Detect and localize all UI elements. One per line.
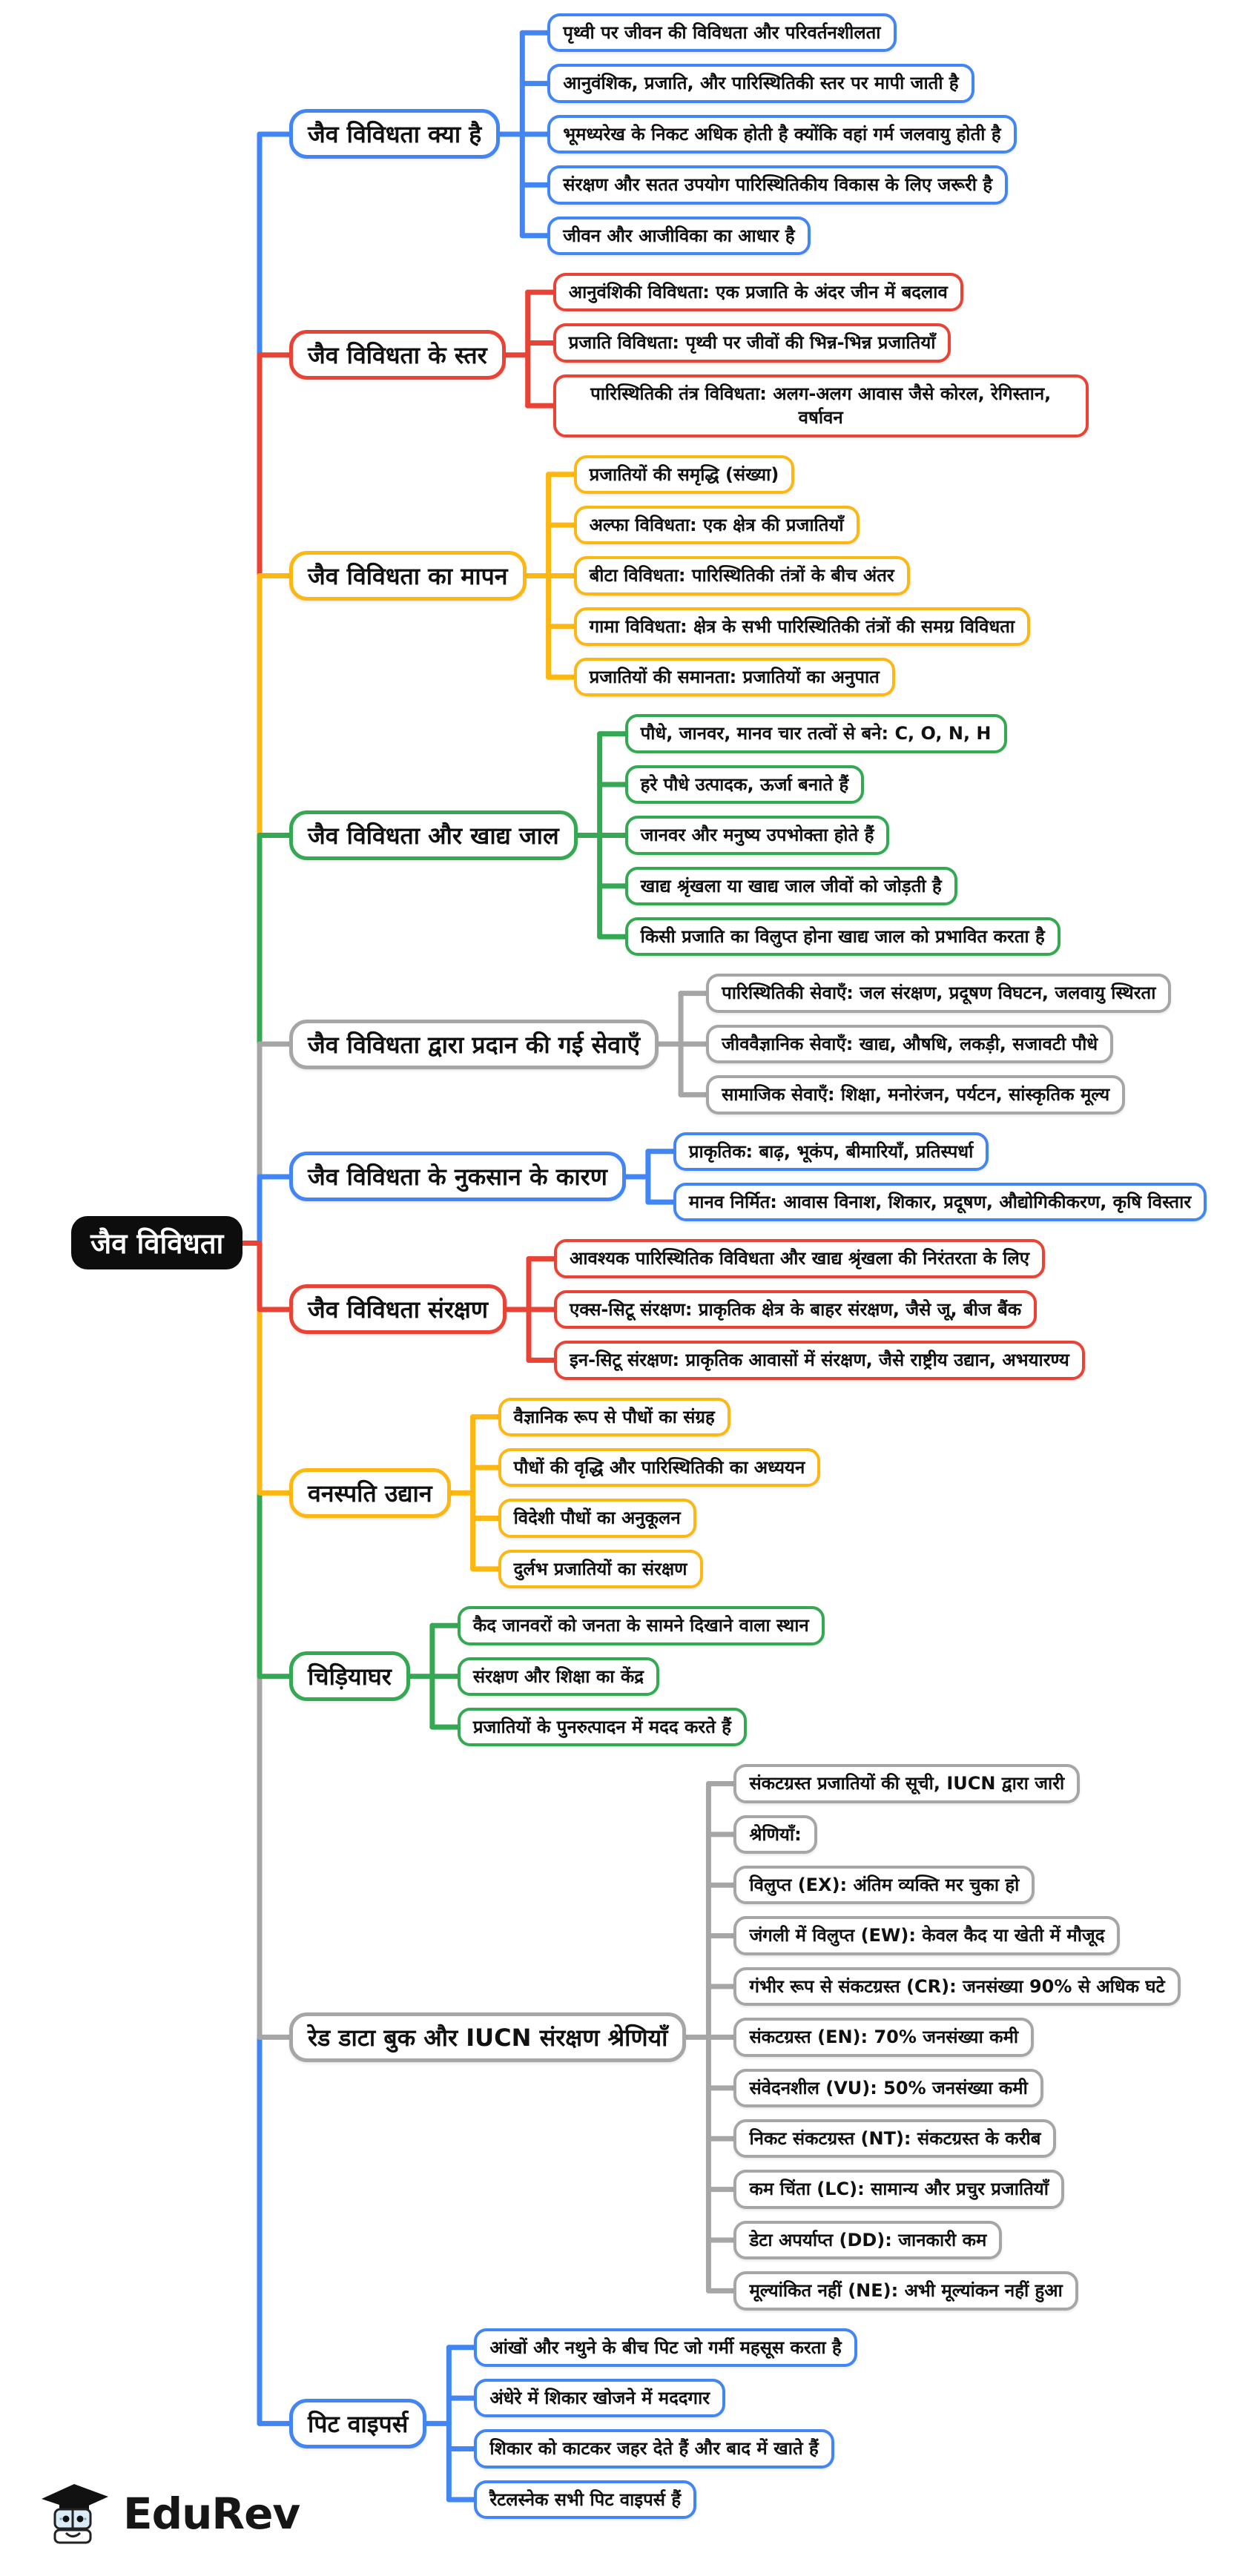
- branch-tree: जैव विविधता क्या है पृथ्वी पर जीवन की विव…: [289, 13, 1207, 2520]
- branch-children: प्राकृतिक: बाढ़, भूकंप, बीमारियाँ, प्रति…: [673, 1132, 1207, 1222]
- child-node: जीववैज्ञानिक सेवाएँ: खाद्य, औषधि, लकड़ी,…: [706, 1024, 1114, 1064]
- branch-node: जैव विविधता का मापन: [289, 550, 527, 601]
- branch-children: कैद जानवरों को जनता के सामने दिखाने वाला…: [457, 1606, 825, 1747]
- branch-group: चिड़ियाघर कैद जानवरों को जनता के सामने दि…: [289, 1606, 1207, 1747]
- child-node: संकटग्रस्त प्रजातियों की सूची, IUCN द्वा…: [733, 1764, 1081, 1803]
- branch-children: आवश्यक पारिस्थितिक विविधता और खाद्य श्रृ…: [554, 1239, 1085, 1380]
- graduation-cap-icon: [39, 2478, 110, 2549]
- child-node: गामा विविधता: क्षेत्र के सभी पारिस्थितिक…: [573, 607, 1031, 647]
- branch-group: जैव विविधता के स्तर आनुवंशिकी विविधता: एक…: [289, 272, 1207, 437]
- branch-children: संकटग्रस्त प्रजातियों की सूची, IUCN द्वा…: [733, 1764, 1181, 2311]
- child-node: कम चिंता (LC): सामान्य और प्रचुर प्रजाति…: [733, 2170, 1064, 2209]
- branch-children: आंखों और नथुने के बीच पिट जो गर्मी महसूस…: [474, 2328, 857, 2520]
- branch-children: आनुवंशिकी विविधता: एक प्रजाति के अंदर जी…: [552, 272, 1089, 437]
- branch-children: पारिस्थितिकी सेवाएँ: जल संरक्षण, प्रदूषण…: [706, 974, 1172, 1114]
- child-node: गंभीर रूप से संकटग्रस्त (CR): जनसंख्या 9…: [733, 1966, 1181, 2007]
- branch-node: वनस्पति उद्यान: [289, 1467, 451, 1518]
- branch-node: पिट वाइपर्स: [289, 2398, 427, 2448]
- branch-children: वैज्ञानिक रूप से पौधों का संग्रह पौधों की…: [498, 1397, 821, 1589]
- child-node: निकट संकटग्रस्त (NT): संकटग्रस्त के करीब: [733, 2119, 1057, 2159]
- branch-group: पिट वाइपर्स आंखों और नथुने के बीच पिट जो …: [289, 2328, 1207, 2520]
- child-node: आनुवंशिकी विविधता: एक प्रजाति के अंदर जी…: [552, 272, 963, 312]
- child-node: भूमध्यरेख के निकट अधिक होती है क्योंकि व…: [547, 114, 1017, 154]
- branch-node: जैव विविधता द्वारा प्रदान की गई सेवाएँ: [289, 1019, 659, 1069]
- child-node: शिकार को काटकर जहर देते हैं और बाद में ख…: [474, 2429, 834, 2468]
- child-node: कैद जानवरों को जनता के सामने दिखाने वाला…: [457, 1606, 825, 1645]
- child-node: खाद्य श्रृंखला या खाद्य जाल जीवों को जोड…: [624, 866, 957, 906]
- child-node: आनुवंशिक, प्रजाति, और पारिस्थितिकी स्तर …: [547, 64, 974, 103]
- child-node: विदेशी पौधों का अनुकूलन: [498, 1499, 696, 1538]
- root-node: जैव विविधता: [71, 1216, 243, 1269]
- branch-children: प्रजातियों की समृद्धि (संख्या) अल्फा विवि…: [573, 455, 1031, 697]
- child-node: संरक्षण और सतत उपयोग पारिस्थितिकीय विकास…: [547, 165, 1009, 205]
- child-node: श्रेणियाँ:: [733, 1814, 817, 1855]
- branch-group: जैव विविधता द्वारा प्रदान की गई सेवाएँ पा…: [289, 974, 1207, 1114]
- child-node: अल्फा विविधता: एक क्षेत्र की प्रजातियाँ: [573, 505, 860, 545]
- branch-node: जैव विविधता संरक्षण: [289, 1284, 507, 1335]
- child-node: हरे पौधे उत्पादक, ऊर्जा बनाते हैं: [624, 764, 865, 805]
- child-node: पौधों की वृद्धि और पारिस्थितिकी का अध्यय…: [498, 1447, 821, 1487]
- child-node: पौधे, जानवर, मानव चार तत्वों से बने: C, …: [624, 714, 1007, 753]
- child-node: संकटग्रस्त (EN): 70% जनसंख्या कमी: [733, 2018, 1035, 2057]
- branch-children: पौधे, जानवर, मानव चार तत्वों से बने: C, …: [624, 714, 1060, 957]
- child-node: आंखों और नथुने के बीच पिट जो गर्मी महसूस…: [474, 2328, 857, 2367]
- child-node: जीवन और आजीविका का आधार है: [547, 216, 811, 255]
- child-node: प्रजातियों की समानता: प्रजातियों का अनुप…: [573, 658, 895, 697]
- edurev-logo: EduRev: [39, 2478, 300, 2549]
- branch-group: जैव विविधता का मापन प्रजातियों की समृद्धि…: [289, 455, 1207, 697]
- child-node: बीटा विविधता: पारिस्थितिकी तंत्रों के बी…: [573, 556, 910, 595]
- branch-node: जैव विविधता के नुकसान के कारण: [289, 1152, 626, 1202]
- child-node: इन-सिटू संरक्षण: प्राकृतिक आवासों में सं…: [554, 1341, 1085, 1380]
- child-node: प्राकृतिक: बाढ़, भूकंप, बीमारियाँ, प्रति…: [673, 1132, 989, 1171]
- branch-group: जैव विविधता और खाद्य जाल पौधे, जानवर, मान…: [289, 714, 1207, 957]
- child-node: विलुप्त (EX): अंतिम व्यक्ति मर चुका हो: [733, 1866, 1035, 1905]
- child-node: पारिस्थितिकी सेवाएँ: जल संरक्षण, प्रदूषण…: [706, 974, 1172, 1013]
- child-node: संवेदनशील (VU): 50% जनसंख्या कमी: [733, 2068, 1043, 2108]
- child-node: वैज्ञानिक रूप से पौधों का संग्रह: [498, 1397, 730, 1436]
- branch-children: पृथ्वी पर जीवन की विविधता और परिवर्तनशील…: [547, 13, 1017, 255]
- child-node: प्रजातियों की समृद्धि (संख्या): [573, 455, 795, 494]
- child-node: संरक्षण और शिक्षा का केंद्र: [457, 1657, 660, 1696]
- child-node: पृथ्वी पर जीवन की विविधता और परिवर्तनशील…: [547, 13, 897, 53]
- branch-node: जैव विविधता क्या है: [289, 109, 501, 159]
- child-node: अंधेरे में शिकार खोजने में मददगार: [474, 2378, 726, 2418]
- branch-group: जैव विविधता के नुकसान के कारण प्राकृतिक: …: [289, 1132, 1207, 1222]
- branch-group: रेड डाटा बुक और IUCN संरक्षण श्रेणियाँ सं…: [289, 1764, 1207, 2311]
- branch-group: जैव विविधता क्या है पृथ्वी पर जीवन की विव…: [289, 13, 1207, 255]
- child-node: किसी प्रजाति का विलुप्त होना खाद्य जाल क…: [624, 917, 1060, 957]
- child-node: जानवर और मनुष्य उपभोक्ता होते हैं: [624, 816, 890, 855]
- child-node: मानव निर्मित: आवास विनाश, शिकार, प्रदूषण…: [673, 1182, 1207, 1222]
- branch-group: जैव विविधता संरक्षण आवश्यक पारिस्थितिक वि…: [289, 1239, 1207, 1380]
- child-node: एक्स-सिटू संरक्षण: प्राकृतिक क्षेत्र के …: [554, 1289, 1038, 1330]
- child-node: दुर्लभ प्रजातियों का संरक्षण: [498, 1549, 703, 1589]
- child-node: मूल्यांकित नहीं (NE): अभी मूल्यांकन नहीं…: [733, 2271, 1078, 2311]
- edurev-logo-text: EduRev: [123, 2489, 300, 2539]
- child-node: प्रजातियों के पुनरुत्पादन में मदद करते ह…: [457, 1707, 747, 1747]
- child-node: जंगली में विलुप्त (EW): केवल कैद या खेती…: [733, 1916, 1121, 1955]
- branch-node: रेड डाटा बुक और IUCN संरक्षण श्रेणियाँ: [289, 2012, 687, 2062]
- branch-node: जैव विविधता के स्तर: [289, 330, 506, 380]
- child-node: रैटलस्नेक सभी पिट वाइपर्स हैं: [474, 2480, 697, 2520]
- branch-node: चिड़ियाघर: [289, 1651, 410, 1702]
- child-node: पारिस्थितिकी तंत्र विविधता: अलग-अलग आवास…: [552, 374, 1089, 437]
- child-node: प्रजाति विविधता: पृथ्वी पर जीवों की भिन्…: [552, 323, 951, 363]
- branch-node: जैव विविधता और खाद्य जाल: [289, 810, 578, 860]
- child-node: डेटा अपर्याप्त (DD): जानकारी कम: [733, 2220, 1003, 2260]
- child-node: सामाजिक सेवाएँ: शिक्षा, मनोरंजन, पर्यटन,…: [706, 1075, 1126, 1114]
- branch-group: वनस्पति उद्यान वैज्ञानिक रूप से पौधों का …: [289, 1397, 1207, 1589]
- child-node: आवश्यक पारिस्थितिक विविधता और खाद्य श्रृ…: [554, 1239, 1046, 1278]
